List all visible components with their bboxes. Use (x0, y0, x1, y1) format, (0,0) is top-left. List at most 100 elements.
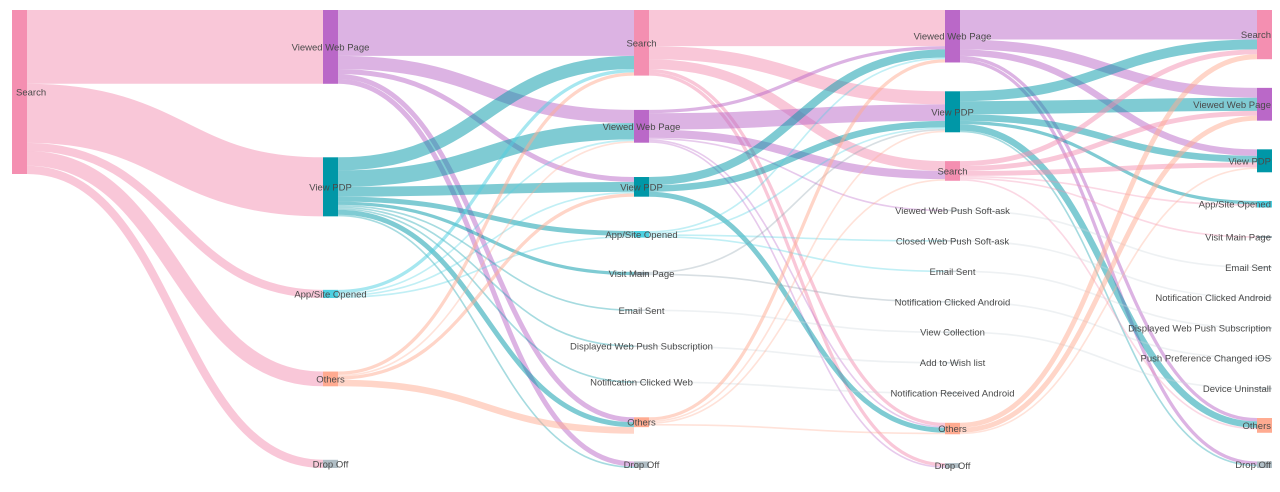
node-s3_cwpsa[interactable] (945, 240, 960, 242)
flow-s2_search-to-s3_drop[interactable] (648, 72, 946, 467)
node-s4_du[interactable] (1257, 387, 1272, 390)
flow-s0_search-to-s1_drop[interactable] (26, 165, 324, 468)
flow-s1_oth-to-s2_oth[interactable] (337, 379, 635, 434)
node-s3_awl[interactable] (945, 361, 960, 364)
flow-s2_app-to-s3_email[interactable] (648, 235, 946, 273)
flow-s3_search-to-s4_pdp[interactable] (959, 162, 1258, 176)
flow-s1_app-to-s2_search[interactable] (337, 69, 635, 294)
flow-s1_app-to-s2_pdp[interactable] (337, 191, 635, 297)
node-s1_drop[interactable] (323, 459, 338, 468)
flow-s2_email-to-s3_vc[interactable] (648, 309, 946, 334)
flow-s1_pdp-to-s2_pdp[interactable] (337, 181, 635, 197)
flow-s1_oth-to-s2_search[interactable] (337, 72, 635, 375)
flow-s0_search-to-s1_app[interactable] (26, 142, 324, 299)
node-s4_nca[interactable] (1257, 296, 1272, 299)
flow-s2_app-to-s3_pdp[interactable] (648, 127, 946, 235)
flow-s1_app-to-s2_app[interactable] (337, 235, 635, 299)
node-s4_vwp[interactable] (1257, 87, 1272, 121)
node-s1_pdp[interactable] (323, 157, 338, 217)
flow-s2_oth-to-s3_pdp[interactable] (648, 130, 946, 423)
flow-s3_oth-to-s4_vwp[interactable] (959, 115, 1258, 433)
node-s1_app[interactable] (323, 289, 338, 299)
flow-s1_pdp-to-s2_drop[interactable] (337, 214, 635, 468)
flow-s3_vwp-to-s4_drop[interactable] (959, 59, 1258, 465)
flow-s1_pdp-to-s2_vwp[interactable] (337, 123, 635, 187)
node-s2_email[interactable] (634, 309, 649, 312)
node-s1_vwp[interactable] (323, 10, 338, 84)
node-s3_drop[interactable] (945, 463, 960, 468)
flow-s1_pdp-to-s2_dwps[interactable] (337, 206, 635, 348)
flow-s1_pdp-to-s2_oth[interactable] (337, 209, 635, 428)
flow-s1_vwp-to-s2_vwp[interactable] (337, 55, 635, 124)
node-s4_drop[interactable] (1257, 461, 1272, 468)
node-s4_oth[interactable] (1257, 418, 1272, 433)
node-s4_vmp[interactable] (1257, 236, 1272, 238)
flow-s3_search-to-s4_app[interactable] (959, 175, 1258, 206)
flow-s3_nca-to-s4_ppci[interactable] (959, 300, 1258, 360)
flow-s2_vmp-to-s3_pdp[interactable] (648, 129, 946, 274)
flow-s3_email-to-s4_dwps[interactable] (959, 270, 1258, 329)
flow-s2_ncw-to-s3_nra[interactable] (648, 381, 946, 394)
node-s2_oth[interactable] (634, 417, 649, 428)
node-s3_oth[interactable] (945, 422, 960, 435)
flow-s2_vwp-to-s3_drop[interactable] (648, 141, 946, 468)
node-s2_vwp[interactable] (634, 109, 649, 143)
flow-s2_app-to-s3_vwp[interactable] (648, 57, 946, 233)
flow-s3_search-to-s4_vwp[interactable] (959, 110, 1258, 171)
node-s4_app[interactable] (1257, 200, 1272, 208)
flow-s2_pdp-to-s3_oth[interactable] (648, 191, 946, 433)
node-s3_pdp[interactable] (945, 91, 960, 133)
flow-s2_dwps-to-s3_awl[interactable] (648, 345, 946, 364)
flow-s1_pdp-to-s2_email[interactable] (337, 204, 635, 312)
flow-s3_search-to-s4_search[interactable] (959, 49, 1258, 167)
node-s3_vc[interactable] (945, 331, 960, 334)
flow-s1_pdp-to-s2_vmp[interactable] (337, 201, 635, 276)
node-s4_email[interactable] (1257, 266, 1272, 269)
node-s2_drop[interactable] (634, 461, 649, 468)
node-s2_pdp[interactable] (634, 177, 649, 197)
node-s2_vmp[interactable] (634, 271, 649, 276)
flow-s2_search-to-s3_pdp[interactable] (648, 46, 946, 105)
flow-s1_app-to-s2_vwp[interactable] (337, 139, 635, 295)
flow-s1_vwp-to-s2_oth[interactable] (337, 73, 635, 423)
node-s3_email[interactable] (945, 270, 960, 273)
flow-s2_oth-to-s3_oth[interactable] (648, 423, 946, 435)
node-s4_ppci[interactable] (1257, 357, 1272, 360)
flow-s0_search-to-s1_pdp[interactable] (26, 83, 324, 217)
flow-s3_pdp-to-s4_drop[interactable] (959, 130, 1258, 467)
flow-s2_search-to-s3_oth[interactable] (648, 69, 946, 427)
flow-s1_pdp-to-s2_ncw[interactable] (337, 208, 635, 383)
flow-s3_pdp-to-s4_search[interactable] (959, 39, 1258, 102)
flow-s3_search-to-s4_oth[interactable] (959, 179, 1258, 430)
node-s2_dwps[interactable] (634, 345, 649, 348)
flow-s1_oth-to-s2_pdp[interactable] (337, 193, 635, 380)
flow-s1_pdp-to-s2_app[interactable] (337, 196, 635, 236)
flow-s1_vwp-to-s2_pdp[interactable] (337, 69, 635, 182)
flow-s2_pdp-to-s3_vwp[interactable] (648, 49, 946, 186)
node-s4_pdp[interactable] (1257, 149, 1272, 173)
flow-s3_oth-to-s4_pdp[interactable] (959, 167, 1258, 435)
node-s0_search[interactable] (12, 10, 27, 174)
flow-s2_vmp-to-s3_nca[interactable] (648, 273, 946, 303)
node-s3_search[interactable] (945, 161, 960, 181)
node-s3_nca[interactable] (945, 300, 960, 303)
flow-s3_vc-to-s4_du[interactable] (959, 331, 1258, 390)
node-s4_dwps[interactable] (1257, 327, 1272, 329)
node-s2_search[interactable] (634, 10, 649, 76)
flow-s2_vwp-to-s3_oth[interactable] (648, 139, 946, 428)
node-s2_app[interactable] (634, 231, 649, 238)
node-s1_oth[interactable] (323, 371, 338, 387)
node-s4_search[interactable] (1257, 10, 1272, 60)
flow-s3_search-to-s4_vmp[interactable] (959, 177, 1258, 238)
flow-s2_vwp-to-s3_vwpsa[interactable] (648, 137, 946, 212)
flow-s3_pdp-to-s4_app[interactable] (959, 120, 1258, 205)
flow-s2_oth-to-s3_vwp[interactable] (648, 59, 946, 421)
flow-s2_vwp-to-s3_vwp[interactable] (648, 46, 946, 114)
node-s3_vwp[interactable] (945, 10, 960, 63)
flow-s0_search-to-s1_oth[interactable] (26, 151, 324, 387)
flow-s1_vwp-to-s2_drop[interactable] (337, 78, 635, 467)
node-s3_nra[interactable] (945, 392, 960, 394)
flow-s1_pdp-to-s2_search[interactable] (337, 55, 635, 171)
flow-s2_pdp-to-s3_pdp[interactable] (648, 120, 946, 192)
flow-s3_oth-to-s4_search[interactable] (959, 54, 1258, 428)
